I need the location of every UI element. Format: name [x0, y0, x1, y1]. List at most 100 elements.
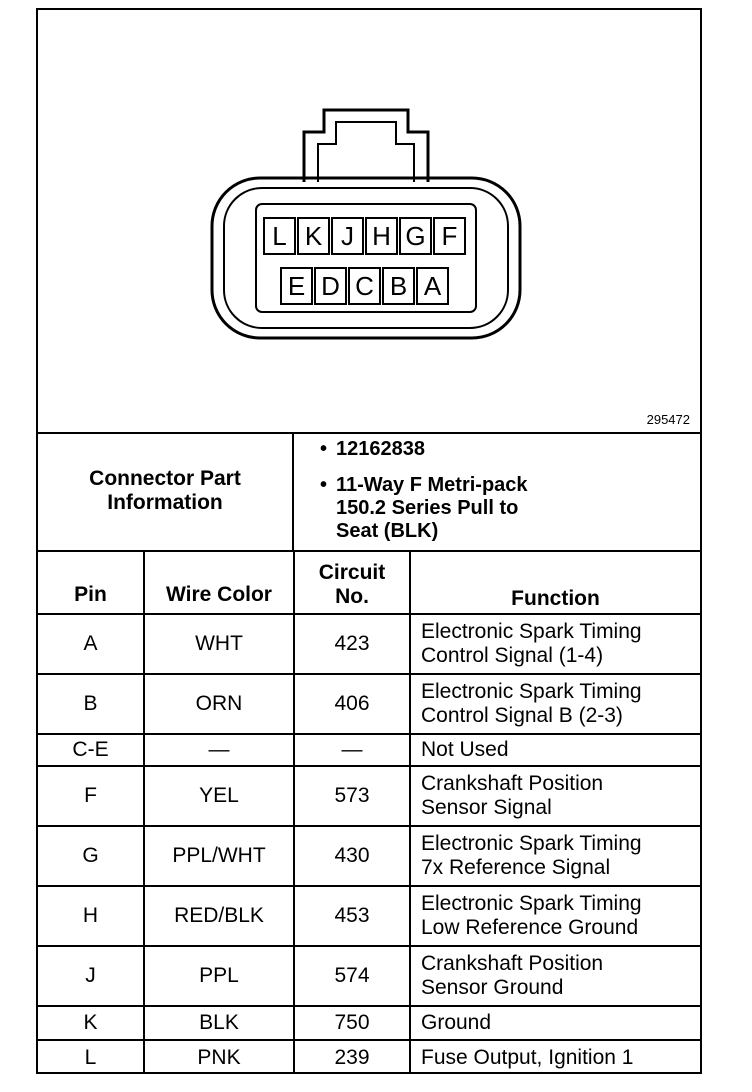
function-line2: Sensor Ground	[421, 976, 564, 999]
header-function: Function	[409, 550, 700, 615]
pin-cavity	[263, 217, 296, 255]
cell-wire-color: ORN	[143, 673, 295, 735]
pin-label: E	[288, 271, 305, 301]
description-line3: Seat (BLK)	[336, 520, 439, 542]
cell-wire-color: RED/BLK	[143, 885, 295, 947]
connector-info-label: Connector Part Information	[38, 432, 294, 550]
pin-cavity	[280, 267, 313, 305]
function-line1: Crankshaft Position	[421, 772, 604, 795]
cell-pin: L	[38, 1039, 145, 1074]
function-line2: Control Signal (1-4)	[421, 644, 604, 667]
header-pin: Pin	[38, 550, 145, 615]
pin-cavity	[433, 217, 466, 255]
pin-cavity	[331, 217, 364, 255]
cell-circuit: 430	[293, 825, 411, 887]
connector-housing-inner	[223, 187, 509, 329]
cell-function: Fuse Output, Ignition 1	[409, 1039, 700, 1074]
header-circuit-line1: Circuit	[318, 561, 386, 584]
cell-circuit: 750	[293, 1005, 411, 1041]
pin-label: B	[390, 271, 407, 301]
cell-wire-color: WHT	[143, 613, 295, 675]
connector-part-info: Connector Part Information • 12162838 • …	[38, 432, 700, 552]
function-line1: Electronic Spark Timing	[421, 832, 642, 855]
cell-pin: A	[38, 613, 145, 675]
function-line2: Sensor Signal	[421, 796, 552, 819]
table-row: C-E——Not Used	[38, 733, 700, 767]
cell-function: Ground	[409, 1005, 700, 1041]
cell-pin: K	[38, 1005, 145, 1041]
cell-wire-color: PPL/WHT	[143, 825, 295, 887]
connector-housing-outer	[210, 176, 522, 340]
cell-circuit: 406	[293, 673, 411, 735]
function-line2: Low Reference Ground	[421, 916, 639, 939]
cell-pin: B	[38, 673, 145, 735]
table-header-row: Pin Wire Color Circuit No. Function	[38, 550, 700, 615]
function-line1: Electronic Spark Timing	[421, 892, 642, 915]
cell-circuit: —	[293, 733, 411, 767]
cell-wire-color: PPL	[143, 945, 295, 1007]
pin-label: C	[355, 271, 374, 301]
function-line1: Not Used	[421, 738, 509, 761]
pin-cavity	[348, 267, 381, 305]
connector-info-label-line2: Information	[107, 491, 223, 514]
description-line1: 11-Way F Metri-pack	[336, 474, 528, 496]
pin-cavity	[365, 217, 398, 255]
bullet-glyph: •	[320, 474, 328, 496]
header-circuit-line2: No.	[335, 585, 369, 608]
pin-label: J	[341, 221, 354, 251]
connector-latch-inner	[317, 121, 415, 182]
cell-circuit: 453	[293, 885, 411, 947]
part-number-bullet: • 12162838	[320, 438, 425, 461]
function-line1: Fuse Output, Ignition 1	[421, 1045, 634, 1069]
cell-wire-color: YEL	[143, 765, 295, 827]
cell-wire-color: BLK	[143, 1005, 295, 1041]
pin-label: A	[424, 271, 442, 301]
cell-pin: H	[38, 885, 145, 947]
pin-label: F	[442, 221, 458, 251]
cell-circuit: 423	[293, 613, 411, 675]
header-wire-color: Wire Color	[143, 550, 295, 615]
connector-latch	[302, 108, 430, 182]
bullet-glyph: •	[320, 438, 328, 460]
function-line1: Crankshaft Position	[421, 952, 604, 975]
connector-pin-field	[255, 203, 477, 313]
cell-wire-color: PNK	[143, 1039, 295, 1074]
function-line1: Electronic Spark Timing	[421, 620, 642, 643]
pin-label: D	[321, 271, 340, 301]
description-bullet: • 11-Way F Metri-pack 150.2 Series Pull …	[320, 474, 528, 543]
pin-cavity	[314, 267, 347, 305]
pin-label: G	[405, 221, 425, 251]
function-line1: Ground	[421, 1011, 492, 1034]
description-line2: 150.2 Series Pull to	[336, 497, 519, 519]
cell-pin: C-E	[38, 733, 145, 767]
figure-number: 295472	[646, 412, 690, 427]
cell-pin: J	[38, 945, 145, 1007]
pin-cavity	[416, 267, 449, 305]
header-circuit: Circuit No.	[293, 550, 411, 615]
function-line2: 7x Reference Signal	[421, 856, 611, 879]
cell-pin: F	[38, 765, 145, 827]
cell-wire-color: —	[143, 733, 295, 767]
cell-circuit: 574	[293, 945, 411, 1007]
pin-cavity	[382, 267, 415, 305]
pin-label: K	[305, 221, 323, 251]
pin-cavity	[399, 217, 432, 255]
pin-label: L	[272, 221, 286, 251]
cell-circuit: 573	[293, 765, 411, 827]
pin-label: H	[372, 221, 391, 251]
